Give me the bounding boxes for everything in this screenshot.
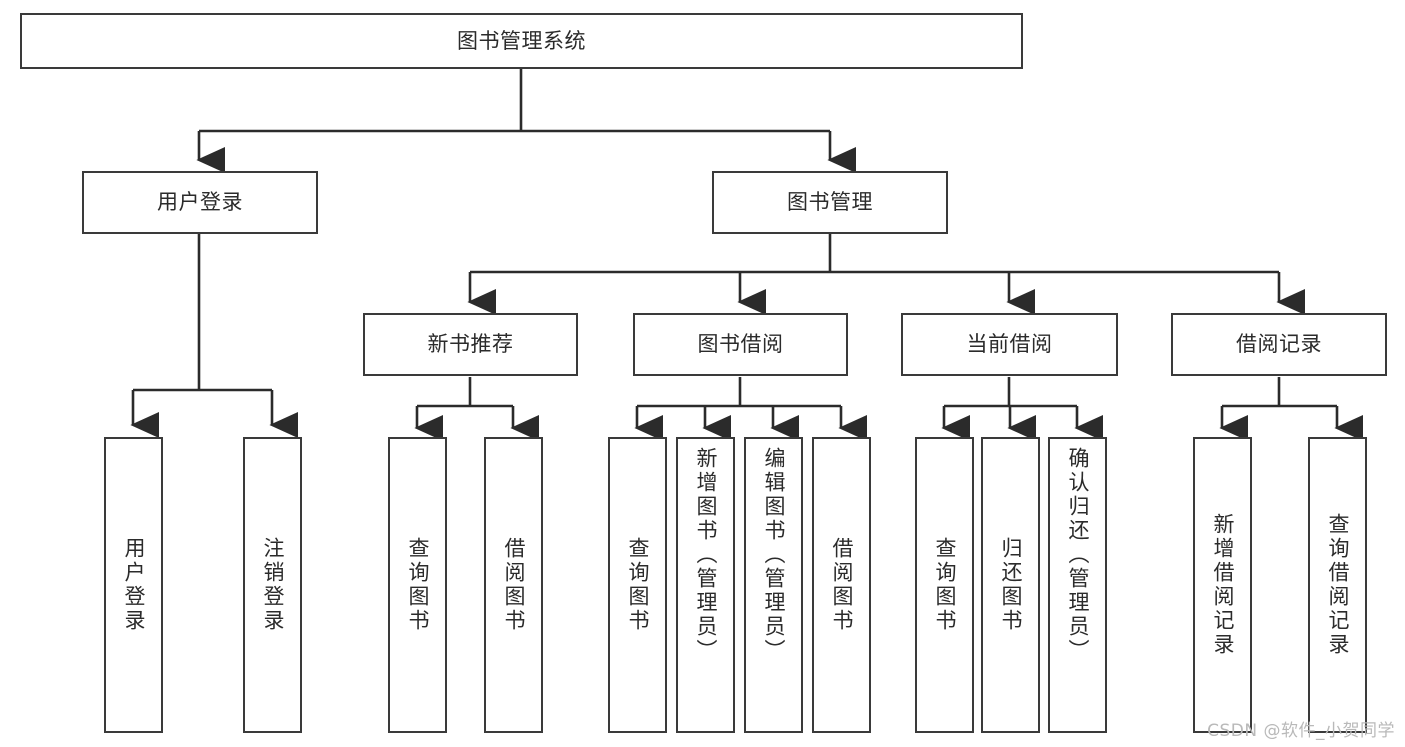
node-label: 查询图书	[626, 537, 650, 633]
node-label: 编辑图书（管理员）	[762, 447, 786, 663]
node-label: 用户登录	[122, 537, 146, 633]
node-label: 图书管理系统	[457, 28, 586, 53]
node-current-borrow[interactable]: 当前借阅	[901, 313, 1118, 376]
node-label: 新增图书（管理员）	[694, 447, 718, 663]
node-label: 借阅图书	[830, 537, 854, 633]
node-label: 新书推荐	[427, 332, 514, 357]
node-leaf-query-book-borrow[interactable]: 查询图书	[608, 437, 667, 733]
node-label: 当前借阅	[966, 332, 1053, 357]
node-leaf-user-login[interactable]: 用户登录	[104, 437, 163, 733]
node-leaf-add-book-admin[interactable]: 新增图书（管理员）	[676, 437, 735, 733]
node-label: 归还图书	[999, 537, 1023, 633]
watermark-text: CSDN @软件_小贺同学	[1207, 721, 1395, 741]
node-leaf-query-book-recommend[interactable]: 查询图书	[388, 437, 447, 733]
node-label: 查询图书	[406, 537, 430, 633]
node-label: 借阅记录	[1236, 332, 1322, 357]
node-label: 注销登录	[261, 537, 285, 633]
node-leaf-confirm-return-admin[interactable]: 确认归还（管理员）	[1048, 437, 1107, 733]
node-label: 确认归还（管理员）	[1066, 447, 1090, 663]
node-leaf-logout[interactable]: 注销登录	[243, 437, 302, 733]
node-leaf-query-book-current[interactable]: 查询图书	[915, 437, 974, 733]
node-book-borrow[interactable]: 图书借阅	[633, 313, 848, 376]
node-borrow-record[interactable]: 借阅记录	[1171, 313, 1387, 376]
node-leaf-return-book[interactable]: 归还图书	[981, 437, 1040, 733]
node-user-login[interactable]: 用户登录	[82, 171, 318, 234]
node-leaf-edit-book-admin[interactable]: 编辑图书（管理员）	[744, 437, 803, 733]
node-label: 查询图书	[933, 537, 957, 633]
node-label: 图书借阅	[697, 332, 784, 357]
node-label: 新增借阅记录	[1211, 513, 1235, 657]
node-leaf-borrow-book[interactable]: 借阅图书	[812, 437, 871, 733]
node-leaf-add-borrow-record[interactable]: 新增借阅记录	[1193, 437, 1252, 733]
node-book-management[interactable]: 图书管理	[712, 171, 948, 234]
node-root-book-management-system[interactable]: 图书管理系统	[20, 13, 1023, 69]
node-label: 查询借阅记录	[1326, 513, 1350, 657]
node-leaf-query-borrow-record[interactable]: 查询借阅记录	[1308, 437, 1367, 733]
node-label: 用户登录	[157, 190, 243, 215]
node-label: 借阅图书	[502, 537, 526, 633]
node-new-book-recommend[interactable]: 新书推荐	[363, 313, 578, 376]
node-label: 图书管理	[787, 190, 873, 215]
node-leaf-borrow-book-recommend[interactable]: 借阅图书	[484, 437, 543, 733]
